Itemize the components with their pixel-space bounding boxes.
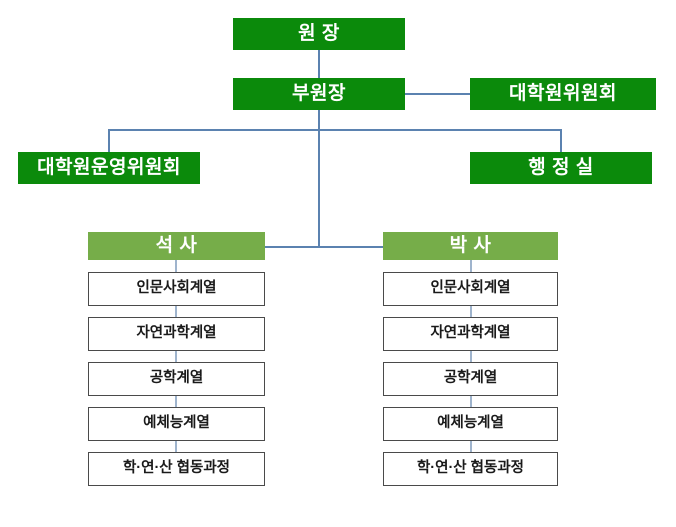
connector-branch-bar — [108, 129, 561, 131]
node-masters-program-2-label: 공학계열 — [149, 370, 204, 387]
node-doctorate-program-3-label: 예체능계열 — [437, 415, 504, 432]
node-administration-office-label: 행 정 실 — [528, 156, 594, 178]
node-director-label: 원 장 — [298, 22, 340, 44]
node-vice-director-label: 부원장 — [292, 82, 346, 104]
node-doctorate-program-3[interactable]: 예체능계열 — [383, 407, 558, 441]
node-graduate-committee[interactable]: 대학원위원회 — [470, 78, 656, 110]
node-doctorate-program-0-label: 인문사회계열 — [430, 280, 511, 297]
node-masters-program-2[interactable]: 공학계열 — [88, 362, 265, 396]
node-masters-program-0-label: 인문사회계열 — [136, 280, 217, 297]
node-doctorate-program-1[interactable]: 자연과학계열 — [383, 317, 558, 351]
connector-degree-bar — [265, 246, 383, 248]
node-graduate-steering-committee[interactable]: 대학원운영위원회 — [18, 152, 200, 184]
connector-masters-spine — [175, 260, 177, 452]
node-vice-director[interactable]: 부원장 — [233, 78, 405, 110]
node-graduate-steering-committee-label: 대학원운영위원회 — [37, 156, 181, 178]
connector-vice-to-graduate-committee — [405, 93, 470, 95]
node-masters-program-1[interactable]: 자연과학계열 — [88, 317, 265, 351]
node-graduate-committee-label: 대학원위원회 — [509, 82, 617, 104]
connector-doctorate-spine — [470, 260, 472, 452]
node-masters-program-3[interactable]: 예체능계열 — [88, 407, 265, 441]
node-doctorate[interactable]: 박 사 — [383, 232, 558, 260]
connector-director-to-vice — [318, 50, 320, 78]
node-doctorate-program-2[interactable]: 공학계열 — [383, 362, 558, 396]
node-administration-office[interactable]: 행 정 실 — [470, 152, 652, 184]
node-masters-program-3-label: 예체능계열 — [143, 415, 210, 432]
node-masters-label: 석 사 — [155, 234, 198, 256]
node-masters-program-0[interactable]: 인문사회계열 — [88, 272, 265, 306]
node-doctorate-label: 박 사 — [449, 234, 492, 256]
node-masters-program-4[interactable]: 학·연·산 협동과정 — [88, 452, 265, 486]
node-director[interactable]: 원 장 — [233, 18, 405, 50]
node-masters-program-1-label: 자연과학계열 — [136, 325, 217, 342]
connector-branch-right-drop — [560, 129, 562, 153]
node-doctorate-program-4[interactable]: 학·연·산 협동과정 — [383, 452, 558, 486]
node-masters-program-4-label: 학·연·산 협동과정 — [122, 460, 231, 477]
node-doctorate-program-4-label: 학·연·산 협동과정 — [416, 460, 525, 477]
node-doctorate-program-2-label: 공학계열 — [443, 370, 498, 387]
connector-branch-left-drop — [108, 129, 110, 153]
connector-vice-trunk — [318, 110, 320, 247]
node-doctorate-program-1-label: 자연과학계열 — [430, 325, 511, 342]
node-masters[interactable]: 석 사 — [88, 232, 265, 260]
node-doctorate-program-0[interactable]: 인문사회계열 — [383, 272, 558, 306]
